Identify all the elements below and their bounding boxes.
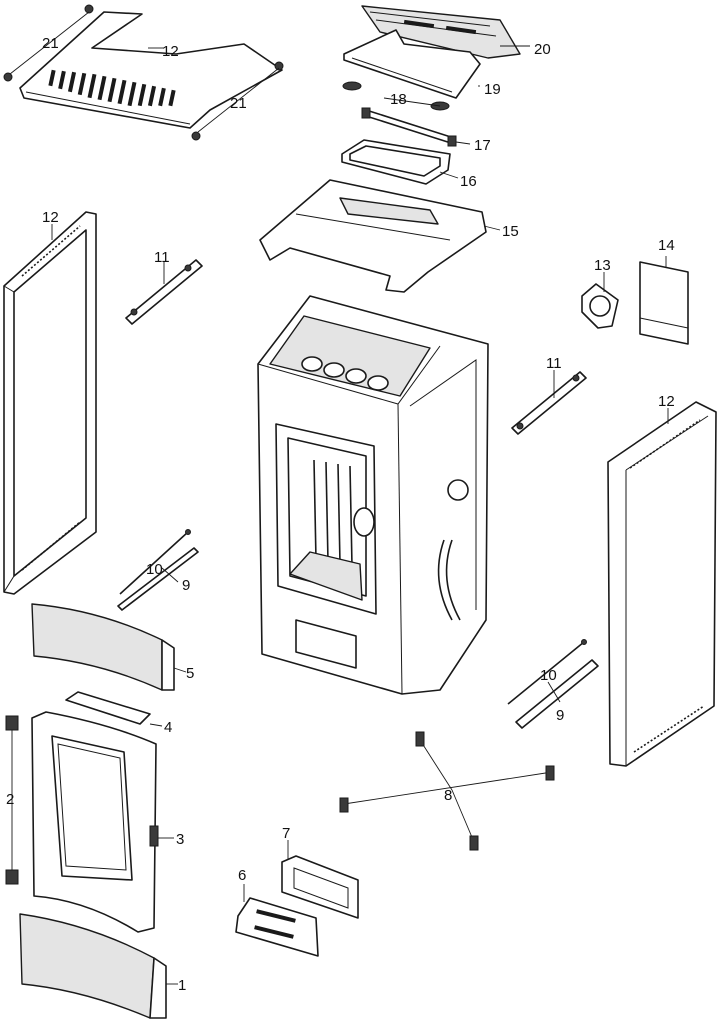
left-side-panel: [3, 211, 97, 595]
firebox-rear-bars: [313, 459, 353, 567]
flue-gasket-ring: [341, 139, 451, 185]
right-side-panel: [607, 401, 717, 767]
callout-18: 18: [390, 91, 407, 108]
top-cover-plate: [19, 11, 283, 129]
stove-body: [257, 295, 489, 695]
top-deflector-plate: [343, 29, 481, 99]
door-top-bar: [65, 691, 151, 725]
callout-9-b: 9: [556, 707, 564, 724]
top-frame-bracket: [259, 179, 487, 293]
inspection-gasket: [281, 855, 359, 919]
callout-20: 20: [534, 41, 551, 58]
rear-cover-plate: [639, 261, 689, 345]
callout-2: 2: [6, 791, 14, 808]
left-panel-vents: [21, 225, 81, 571]
callout-7: 7: [282, 825, 290, 842]
callout-12-right: 12: [658, 393, 675, 410]
top-grille: [361, 5, 521, 59]
callout-12-left: 12: [42, 209, 59, 226]
callout-5: 5: [186, 665, 194, 682]
callout-12-top: 12: [162, 43, 179, 60]
hinge-pin-left: [119, 529, 191, 595]
callout-10-a: 10: [146, 561, 163, 578]
side-bracket-right: [511, 371, 587, 435]
callout-4: 4: [164, 719, 172, 736]
callout-11-b: 11: [546, 355, 562, 372]
callout-19: 19: [484, 81, 501, 98]
adjustable-feet: [339, 731, 555, 851]
burner-holes: [301, 356, 389, 391]
callout-21-a: 21: [42, 35, 59, 52]
callout-13: 13: [594, 257, 611, 274]
hinge-bracket-right: [515, 659, 599, 729]
top-cover-vent-slots: [48, 69, 176, 107]
callout-1: 1: [178, 977, 186, 994]
part-callouts: 21 12 21 20 19 18 17 16 15 12 11 14 13 1…: [6, 35, 675, 994]
callout-21-b: 21: [230, 95, 247, 112]
callout-9-a: 9: [182, 577, 190, 594]
door-frame: [31, 711, 159, 933]
door-hinge: [5, 715, 19, 885]
inspection-cover: [235, 897, 319, 957]
callout-11-a: 11: [154, 249, 170, 266]
leader-lines: [51, 45, 669, 985]
top-cover-screw: [3, 4, 284, 141]
callout-3: 3: [176, 831, 184, 848]
hinge-bracket-left: [117, 547, 199, 611]
callout-17: 17: [474, 137, 491, 154]
lower-front-panel: [19, 913, 167, 1019]
callout-6: 6: [238, 867, 246, 884]
hinge-pin-right: [507, 639, 587, 705]
callout-8: 8: [444, 787, 452, 804]
side-bracket-left: [125, 259, 203, 325]
callout-10-b: 10: [540, 667, 557, 684]
callout-16: 16: [460, 173, 477, 190]
flue-clamp-bar: [361, 107, 457, 147]
upper-front-panel: [31, 603, 175, 691]
callout-14: 14: [658, 237, 675, 254]
callout-15: 15: [502, 223, 519, 240]
right-panel-vents: [629, 419, 705, 753]
exhaust-gasket: [581, 283, 619, 329]
